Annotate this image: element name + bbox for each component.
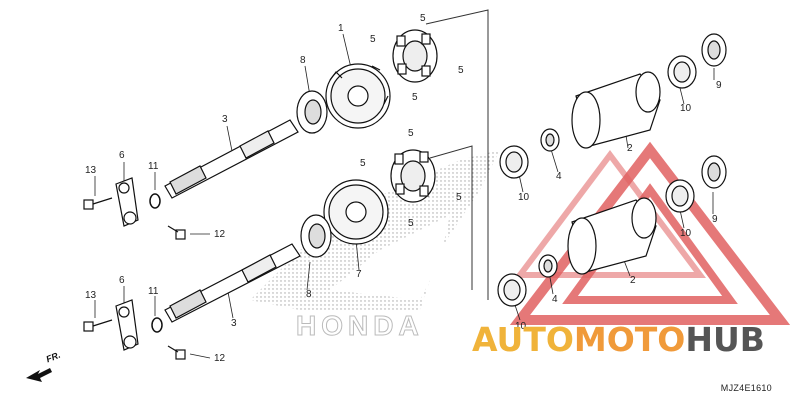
front-direction-arrow-icon (26, 368, 52, 382)
bearing-10-b (499, 145, 529, 179)
callout-5: 5 (408, 218, 414, 229)
callout-10: 10 (518, 192, 530, 203)
brand-part-moto: MOTO (573, 320, 686, 359)
snap-ring-11-bottom (151, 317, 163, 333)
callout-11: 11 (148, 161, 159, 172)
bolt-12-top (167, 225, 186, 240)
bolt-13-top (83, 197, 113, 210)
callout-5: 5 (360, 158, 366, 169)
callout-1: 1 (338, 23, 344, 34)
gear-1 (325, 63, 391, 129)
bracket-lines (425, 9, 489, 300)
arm-6-top (115, 177, 139, 227)
automotohub-logo: AUTOMOTOHUB (472, 320, 765, 359)
bearing-10-c (665, 179, 695, 213)
washer-9-top (701, 33, 727, 67)
callout-7: 7 (356, 269, 362, 280)
snap-ring-11-top (149, 193, 161, 209)
callout-12: 12 (214, 229, 226, 240)
sleeve-4-bottom (538, 254, 558, 278)
washer-8-top (296, 90, 328, 134)
callout-9: 9 (712, 214, 718, 225)
needle-bearing-5-bottom (390, 149, 436, 203)
callout-5: 5 (370, 34, 376, 45)
brand-part-hub: HUB (685, 320, 765, 359)
callout-6: 6 (119, 150, 125, 161)
callout-8: 8 (306, 289, 312, 300)
final-shaft-2-top (571, 71, 661, 149)
brand-part-auto: AUTO (472, 320, 574, 359)
callout-5: 5 (420, 13, 426, 24)
diagram-code: MJZ4E1610 (720, 383, 772, 393)
callout-2: 2 (630, 275, 636, 286)
needle-bearing-5-top (392, 29, 438, 83)
callout-4: 4 (556, 171, 562, 182)
callout-5: 5 (456, 192, 462, 203)
callout-4: 4 (552, 294, 558, 305)
callout-5: 5 (412, 92, 418, 103)
shaft-3-top (164, 119, 299, 199)
callout-5: 5 (458, 65, 464, 76)
bolt-13-bottom (83, 319, 113, 332)
washer-9-bottom (701, 155, 727, 189)
arm-6-bottom (115, 299, 139, 351)
callout-13: 13 (85, 290, 97, 301)
callout-3: 3 (231, 318, 237, 329)
callout-2: 2 (627, 143, 633, 154)
honda-watermark-text: HONDA (296, 310, 424, 342)
callout-5: 5 (408, 128, 414, 139)
bearing-10-d (497, 273, 527, 307)
callout-10: 10 (515, 321, 527, 332)
callout-9: 9 (716, 80, 722, 91)
final-shaft-2-bottom (567, 197, 657, 275)
callout-11: 11 (148, 286, 159, 297)
callout-10: 10 (680, 103, 692, 114)
bearing-10-a (667, 55, 697, 89)
sleeve-4-top (540, 128, 560, 152)
callout-10: 10 (680, 228, 692, 239)
shaft-3-bottom (164, 243, 301, 323)
callout-8: 8 (300, 55, 306, 66)
callout-6: 6 (119, 275, 125, 286)
callout-12: 12 (214, 353, 226, 364)
callout-3: 3 (222, 114, 228, 125)
washer-8-bottom (300, 214, 332, 258)
gear-7 (323, 179, 389, 245)
callout-13: 13 (85, 165, 97, 176)
bolt-12-bottom (167, 345, 186, 360)
